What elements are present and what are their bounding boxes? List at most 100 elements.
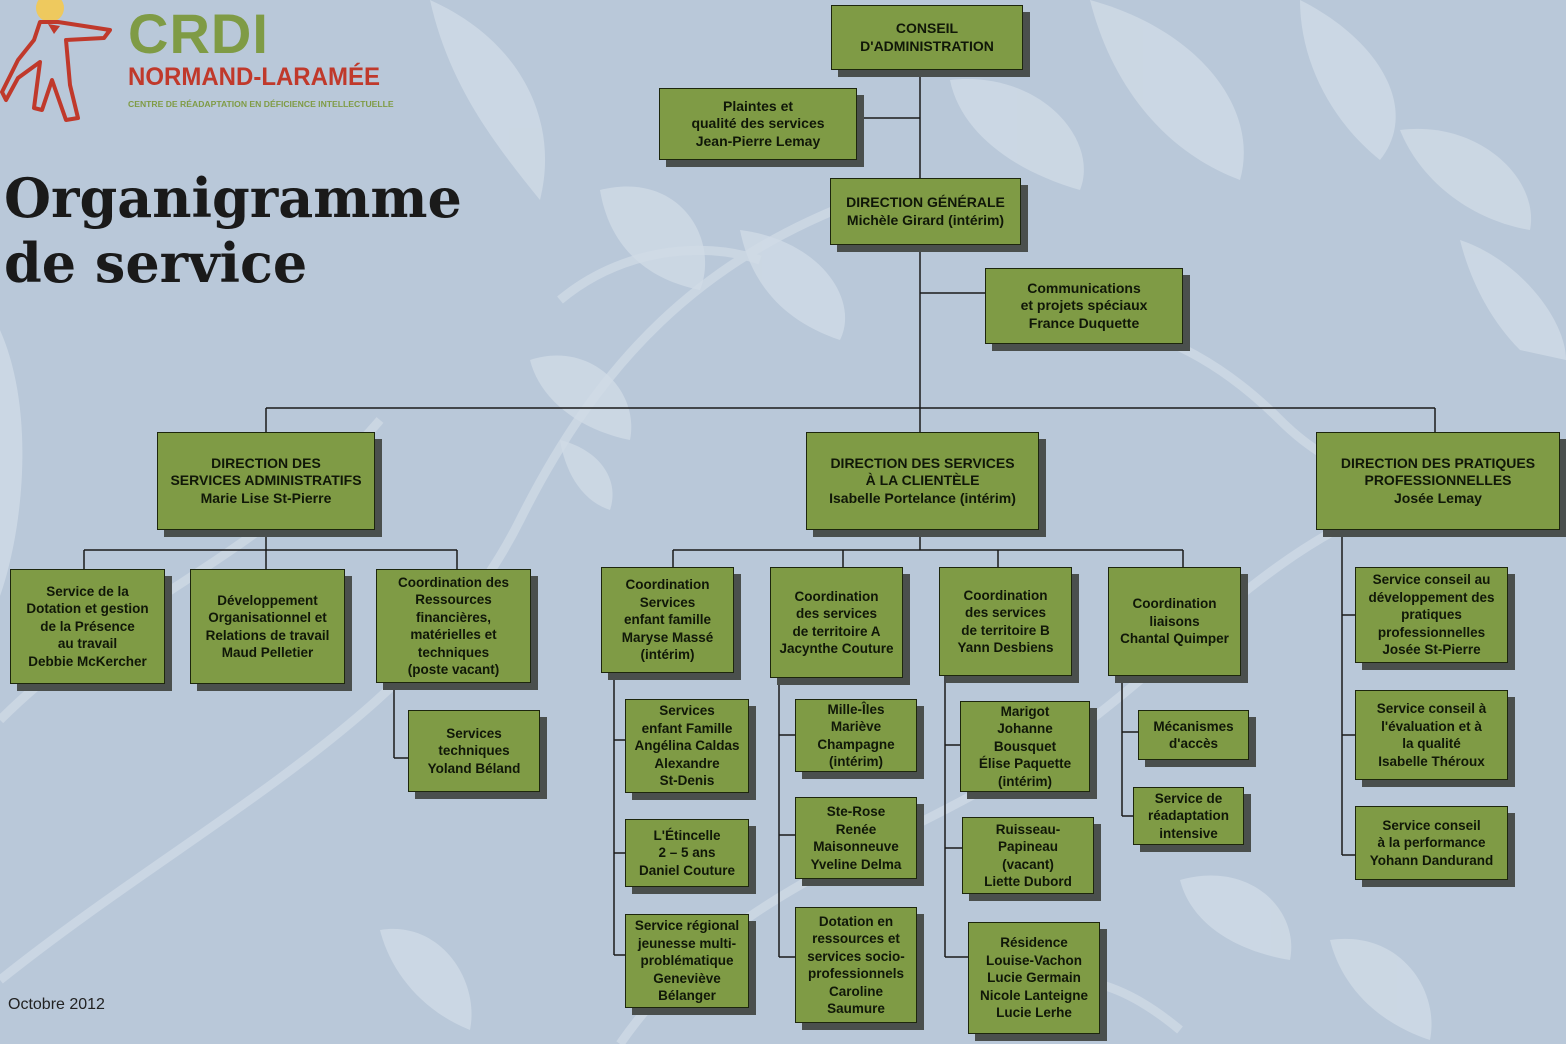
box-text-line: Liette Dubord	[984, 874, 1072, 889]
box-text-line: au travail	[57, 636, 118, 652]
box-text-line: Isabelle Portelance (intérim)	[829, 489, 1016, 506]
box-text-line: Maisonneuve	[813, 839, 899, 854]
box-coordination-territoire-a: Coordination des services de territoire A J…	[770, 567, 903, 678]
box-text-line: Yann Desbiens	[957, 640, 1054, 655]
box-text-line: services socio-	[807, 948, 905, 964]
box-text-line: Maryse Massé	[621, 629, 714, 645]
box-text-line: Communications	[1027, 279, 1141, 296]
box-text-line: de territoire A	[792, 623, 881, 639]
box-text-line: Bousquet	[993, 738, 1057, 754]
box-text-line: intensive	[1159, 825, 1218, 841]
box-text-line: développement des	[1368, 589, 1495, 605]
box-text-line: Ressources	[415, 592, 492, 607]
box-text-line: Organisationnel et	[208, 610, 327, 625]
box-text-line: PROFESSIONNELLES	[1364, 472, 1512, 489]
box-text-line: Coordination	[794, 588, 879, 604]
box-text-line: Josée Lemay	[1394, 489, 1482, 506]
box-text-line: À LA CLIENTÈLE	[865, 472, 980, 489]
box-text-line: Coordination	[1132, 596, 1217, 612]
box-text-line: Services	[446, 725, 502, 741]
box-text-line: des services	[795, 606, 878, 621]
publication-date: Octobre 2012	[8, 996, 105, 1013]
logo-subtitle: CENTRE DE RÉADAPTATION EN DÉFICIENCE INT…	[128, 99, 394, 109]
box-text-line: qualité des services	[691, 115, 825, 132]
box-text-line: liaisons	[1149, 613, 1200, 629]
box-text-line: Service régional	[634, 918, 740, 934]
box-text-line: Résidence	[1000, 935, 1068, 951]
box-text-line: L'Étincelle	[653, 827, 721, 843]
box-text-line: Service conseil à	[1376, 701, 1487, 716]
box-text-line: Coordination	[963, 587, 1048, 603]
box-text-line: professionnelles	[1377, 624, 1486, 640]
page-title-line1: Organigramme	[4, 166, 462, 230]
box-text-line: Yveline Delma	[810, 856, 902, 872]
box-text-line: D'ADMINISTRATION	[860, 37, 994, 54]
logo: CRDI NORMAND-LARAMÉE CENTRE DE RÉADAPTAT…	[0, 0, 410, 125]
box-text-line: Geneviève	[653, 970, 721, 986]
box-text-line: DIRECTION DES	[211, 454, 321, 471]
box-text-line: Josée St-Pierre	[1382, 642, 1481, 658]
box-text-line: Service conseil au	[1372, 572, 1491, 588]
box-text-line: Plaintes et	[722, 97, 794, 114]
box-text-line: Maud Pelletier	[221, 645, 314, 660]
box-text-line: matérielles et	[410, 627, 497, 642]
box-text-line: (intérim)	[640, 647, 695, 663]
box-text-line: Saumure	[827, 1001, 885, 1016]
box-text-line: Mariève	[830, 719, 882, 734]
box-text-line: Lucie Lerhe	[996, 1005, 1072, 1021]
box-text-line: CONSEIL	[895, 20, 959, 36]
box-text-line: (intérim)	[998, 773, 1052, 789]
box-text-line: Johanne	[997, 721, 1053, 737]
box-text-line: Jacynthe Couture	[779, 641, 894, 656]
box-text-line: Jean-Pierre Lemay	[695, 132, 821, 149]
box-text-line: de la Présence	[40, 618, 135, 634]
box-text-line: Ste-Rose	[826, 804, 886, 819]
box-text-line: enfant Famille	[641, 720, 733, 736]
box-text-line: DIRECTION GÉNÉRALE	[846, 194, 1005, 210]
box-text-line: Service de	[1154, 790, 1223, 806]
box-text-line: techniques	[417, 644, 490, 660]
box-text-line: Renée	[835, 821, 877, 837]
box-text-line: Coordination des	[398, 574, 509, 590]
box-text-line: Alexandre	[654, 755, 720, 771]
box-text-line: enfant famille	[623, 612, 712, 628]
box-text-line: Coordination	[625, 577, 710, 593]
box-text-line: ressources et	[812, 931, 900, 946]
box-text-line: Daniel Couture	[638, 862, 735, 878]
box-text-line: St-Denis	[659, 773, 715, 789]
box-text-line: jeunesse multi-	[637, 935, 737, 951]
box-text-line: Isabelle Théroux	[1378, 753, 1485, 769]
box-text-line: Bélanger	[658, 988, 716, 1004]
box-text-line: la qualité	[1402, 736, 1461, 751]
box-text-line: Services	[639, 594, 696, 610]
box-service-conseil-evaluation: Service conseil à l'évaluation et à la qua…	[1355, 690, 1508, 780]
logo-figure-icon	[0, 0, 112, 122]
box-text-line: (vacant)	[1002, 856, 1054, 872]
box-text-line: des services	[964, 605, 1047, 620]
box-text-line: d'accès	[1169, 736, 1218, 751]
box-text-line: Service conseil	[1382, 817, 1481, 833]
box-text-line: Services	[659, 703, 715, 719]
box-text-line: SERVICES ADMINISTRATIFS	[170, 472, 362, 489]
box-text-line: Élise Paquette	[978, 756, 1072, 772]
box-text-line: l'évaluation et à	[1381, 718, 1482, 734]
